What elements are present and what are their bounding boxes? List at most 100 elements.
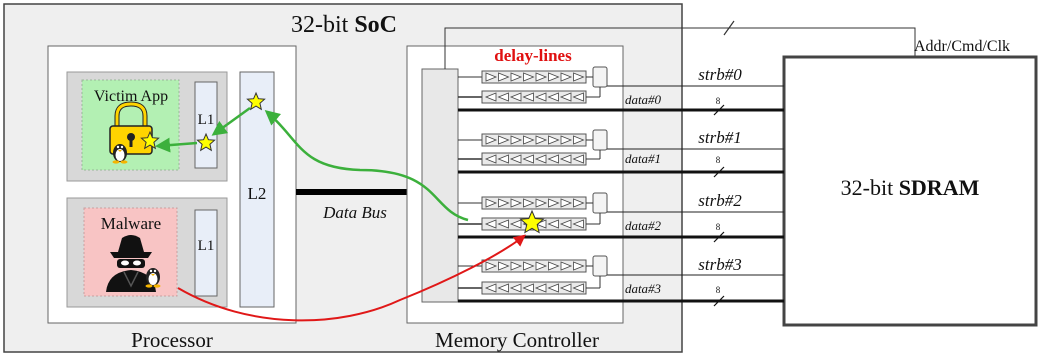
buffer-triangle-left xyxy=(547,219,559,229)
buffer-triangle-right xyxy=(485,261,498,271)
malware-l1 xyxy=(194,209,218,297)
sdram-title-bold: SDRAM xyxy=(899,175,980,200)
l2-label: L2 xyxy=(248,184,267,203)
green-leak-path-2 xyxy=(211,106,251,136)
buffer-triangle-right xyxy=(485,72,498,82)
buffer-triangle-right xyxy=(523,135,535,145)
star-icon xyxy=(246,91,266,111)
buffer-triangle-right xyxy=(510,72,523,82)
buffer-triangle-left xyxy=(572,92,584,102)
data-width-label: 8 xyxy=(716,96,721,106)
buffer-triangle-right xyxy=(510,198,523,208)
phy-block xyxy=(421,68,459,303)
buffer-triangle-left xyxy=(547,154,559,164)
buffer-triangle-right xyxy=(523,261,535,271)
buffer-triangle-right xyxy=(535,198,548,208)
buffer-triangle-left xyxy=(534,92,547,102)
buffer-triangle-left xyxy=(572,154,584,164)
buffer-triangle-right xyxy=(560,72,573,82)
buffer-triangle-left xyxy=(509,219,522,229)
buffer-triangle-left xyxy=(509,283,522,293)
buffer-triangle-right xyxy=(548,198,560,208)
buffer-triangle-right xyxy=(485,135,498,145)
sdram-title-prefix: 32-bit xyxy=(841,175,899,200)
victim-app-box xyxy=(81,79,180,171)
sdram-box xyxy=(782,55,1038,327)
buffer-triangle-right xyxy=(498,198,510,208)
mux-block xyxy=(592,192,608,214)
soc-title: 32-bit SoC xyxy=(291,12,397,38)
bus-width-slash xyxy=(723,20,735,36)
addr-cmd-clk-line xyxy=(444,27,916,69)
data-label: data#3 xyxy=(625,281,662,296)
buffer-triangle-right xyxy=(535,261,548,271)
buffer-triangle-left xyxy=(559,283,572,293)
buffer-triangle-left xyxy=(534,154,547,164)
buffer-triangle-right xyxy=(548,135,560,145)
buffer-triangle-right xyxy=(548,261,560,271)
data-label: data#1 xyxy=(625,151,661,166)
bus-width-slash xyxy=(713,166,725,178)
buffer-triangle-left xyxy=(497,219,509,229)
data-width-label: 8 xyxy=(716,285,721,295)
sdram-title: 32-bit SDRAM xyxy=(841,175,980,200)
buffer-triangle-right xyxy=(548,72,560,82)
soc-title-prefix: 32-bit xyxy=(291,12,354,38)
victim-app-label: Victim App xyxy=(94,88,168,105)
buffer-triangle-left xyxy=(509,154,522,164)
bus-width-slash xyxy=(713,231,725,243)
buffer-triangle-right xyxy=(498,261,510,271)
mux-block xyxy=(592,255,608,277)
buffer-triangle-right xyxy=(510,261,523,271)
malware-l1-label: L1 xyxy=(198,238,215,254)
delay-line-lanes xyxy=(458,66,784,307)
buffer-triangle-right xyxy=(510,135,523,145)
buffer-triangle-right xyxy=(573,261,585,271)
strobe-label: strb#0 xyxy=(698,65,742,84)
buffer-triangle-left xyxy=(572,283,584,293)
green-leak-path-3 xyxy=(155,137,198,153)
star-icon xyxy=(196,132,216,152)
malware-label: Malware xyxy=(101,214,161,233)
red-attack-path xyxy=(177,234,526,322)
buffer-triangle-left xyxy=(509,92,522,102)
buffer-triangle-left xyxy=(522,283,534,293)
linux-penguin-icon xyxy=(145,268,161,288)
delay-lines-label: delay-lines xyxy=(494,46,572,65)
data-label: data#0 xyxy=(625,92,662,107)
victim-l1-label: L1 xyxy=(198,112,215,128)
buffer-triangle-right xyxy=(560,198,573,208)
buffer-triangle-right xyxy=(573,72,585,82)
buffer-triangle-right xyxy=(560,261,573,271)
buffer-triangle-right xyxy=(573,135,585,145)
data-width-label: 8 xyxy=(716,222,721,232)
buffer-triangle-left xyxy=(484,283,497,293)
buffer-triangle-right xyxy=(485,198,498,208)
buffer-triangle-left xyxy=(559,92,572,102)
buffer-triangle-left xyxy=(547,283,559,293)
buffer-triangle-right xyxy=(535,135,548,145)
buffer-triangle-right xyxy=(535,72,548,82)
buffer-triangle-left xyxy=(484,219,497,229)
buffer-triangle-right xyxy=(498,135,510,145)
memory-controller-label: Memory Controller xyxy=(435,328,599,352)
spy-icon xyxy=(106,235,156,292)
buffer-triangle-left xyxy=(497,92,509,102)
buffer-triangle-right xyxy=(573,198,585,208)
bus-width-slash xyxy=(713,295,725,307)
buffer-triangle-left xyxy=(484,154,497,164)
buffer-triangle-left xyxy=(497,154,509,164)
strobe-label: strb#2 xyxy=(698,191,742,210)
buffer-triangle-left xyxy=(522,92,534,102)
buffer-triangle-right xyxy=(523,198,535,208)
strobe-label: strb#1 xyxy=(698,128,741,147)
buffer-triangle-right xyxy=(560,135,573,145)
addr-cmd-clk-label: Addr/Cmd/Clk xyxy=(914,38,1010,55)
mux-block xyxy=(592,129,608,151)
buffer-triangle-left xyxy=(547,92,559,102)
data-label: data#2 xyxy=(625,218,662,233)
data-bus-label: Data Bus xyxy=(322,203,387,222)
data-width-label: 8 xyxy=(716,155,721,165)
buffer-triangle-left xyxy=(572,219,584,229)
